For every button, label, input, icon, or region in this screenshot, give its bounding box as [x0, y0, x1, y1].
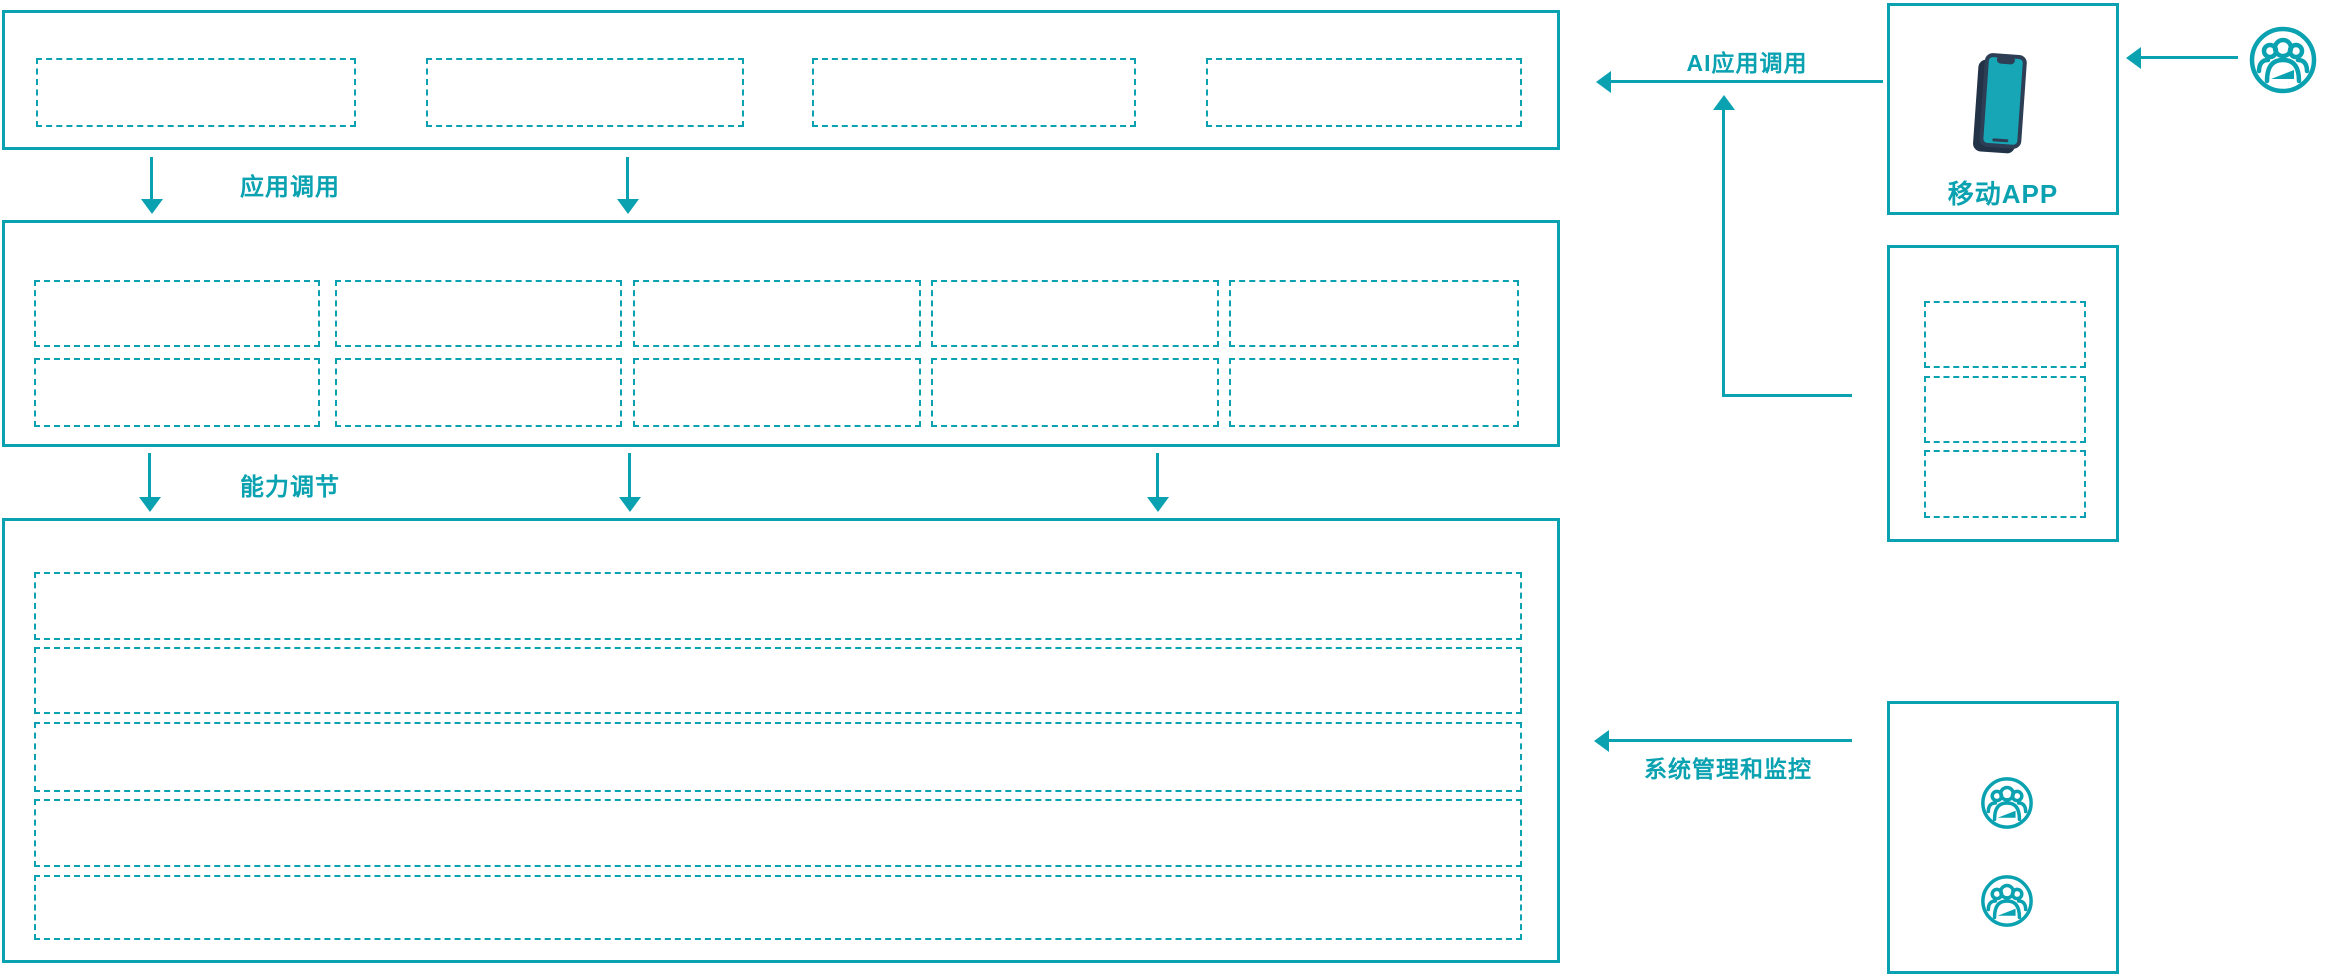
capability-slot-r1c1 — [34, 280, 320, 347]
arrow-up-icon — [1713, 95, 1735, 110]
resource-slot-5 — [34, 875, 1522, 940]
mobile-app-label: 移动APP — [1947, 179, 2059, 209]
capability-slot-r2c3 — [633, 358, 921, 427]
application-slot-1 — [36, 58, 356, 127]
app-call-label: 应用调用 — [240, 174, 340, 201]
user-group-icon — [1981, 777, 2033, 829]
application-slot-4 — [1206, 58, 1522, 127]
application-slot-3 — [812, 58, 1136, 127]
resource-slot-1 — [34, 572, 1522, 640]
open-platform-panel — [1887, 245, 2119, 542]
smartphone-icon — [1973, 53, 2027, 154]
arrow-down-icon — [1147, 497, 1169, 512]
capability-slot-r1c3 — [633, 280, 921, 347]
capability-slot-r1c5 — [1229, 280, 1519, 347]
application-layer-panel — [2, 10, 1560, 150]
platform-slot-1 — [1924, 301, 2086, 368]
capability-slot-r2c5 — [1229, 358, 1519, 427]
external-user-group-icon — [2249, 26, 2317, 94]
arrow-left-icon — [2126, 47, 2141, 69]
capability-tuning-label: 能力调节 — [240, 474, 340, 501]
arrow-down-icon — [139, 497, 161, 512]
resource-slot-4 — [34, 799, 1522, 867]
capability-slot-r2c1 — [34, 358, 320, 427]
system-management-label: 系统管理和监控 — [1644, 756, 1812, 782]
arrow-left-icon — [1596, 71, 1611, 93]
arrow-down-icon — [141, 199, 163, 214]
capability-slot-r1c4 — [931, 280, 1219, 347]
arrow-down-icon — [617, 199, 639, 214]
arrow-down-icon — [619, 497, 641, 512]
user-group-icon — [1981, 875, 2033, 927]
arrow-left-icon — [1594, 730, 1609, 752]
ai-app-call-label: AI应用调用 — [1686, 50, 1808, 76]
capability-slot-r2c4 — [931, 358, 1219, 427]
capability-slot-r1c2 — [335, 280, 622, 347]
resource-slot-3 — [34, 722, 1522, 792]
application-slot-2 — [426, 58, 744, 127]
resource-slot-2 — [34, 647, 1522, 714]
mobile-app-panel: 移动APP — [1887, 3, 2119, 215]
capability-layer-panel — [2, 220, 1560, 447]
resource-layer-panel — [2, 518, 1560, 963]
platform-slot-2 — [1924, 376, 2086, 443]
admin-panel — [1887, 701, 2119, 974]
capability-slot-r2c2 — [335, 358, 622, 427]
platform-slot-3 — [1924, 450, 2086, 518]
